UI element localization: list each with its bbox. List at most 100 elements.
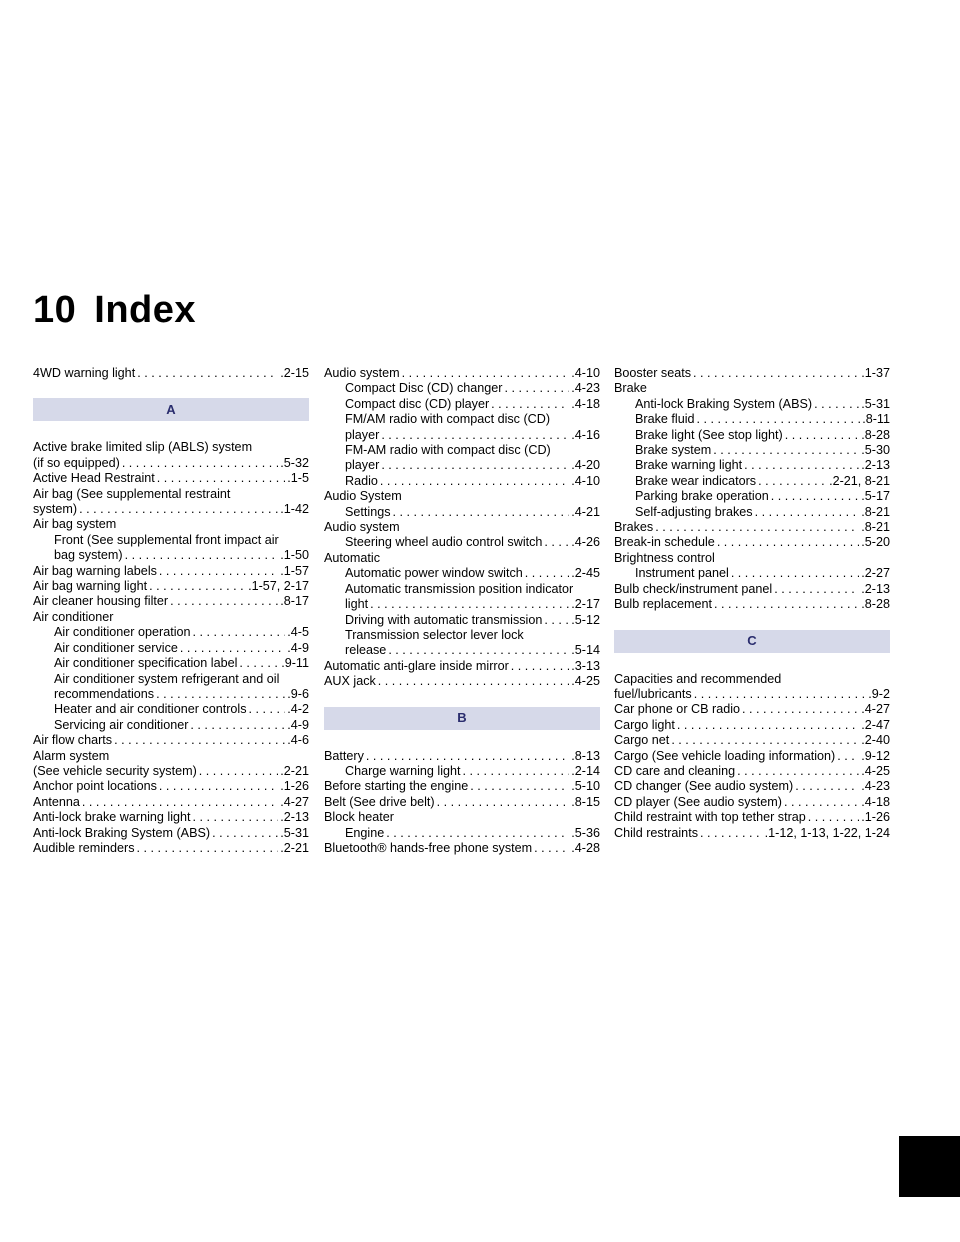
index-entry-page: .4-10 [571,366,600,380]
index-entry-term: Anti-lock Braking System (ABS) [635,396,813,411]
index-entry-page: .5-31 [280,825,309,840]
index-entry-page: .5-17 [861,489,890,504]
index-entry: Audible reminders .2-21 [33,841,309,856]
index-entry: Air conditioner specification label.9-11 [33,656,309,671]
index-entry-term: Cargo light [614,717,675,732]
index-entry: Anchor point locations .1-26 [33,779,309,794]
index-entry-page: .2-17 [571,597,600,612]
index-entry: Air cleaner housing filter.8-17 [33,594,309,609]
index-entry: Brakes.8-21 [614,520,890,535]
dot-leader [114,733,285,748]
index-entry-term: FM-AM radio with compact disc (CD) [345,443,551,458]
index-entry-page: .1-26 [280,779,309,794]
index-entry-term: Compact Disc (CD) changer [345,381,503,396]
index-entry-page: .1-12, 1-13, 1-22, 1-24 [764,825,890,840]
index-entry-term: Parking brake operation [635,489,769,504]
index-entry: Cargo (See vehicle loading information).… [614,749,890,764]
dot-leader [82,795,278,810]
index-entry: Settings.4-21 [324,505,600,520]
dot-leader [511,659,570,674]
index-entry: Radio.4-10 [324,474,600,489]
dot-leader [544,535,569,550]
index-entry-term: Audible reminders [33,840,135,855]
index-entry: 4WD warning light.2-15 [33,366,309,381]
index-entry-page: .8-11 [862,412,890,427]
dot-leader [755,505,860,520]
dot-leader [249,702,286,717]
index-entry-term: Brake system [635,443,712,458]
index-entry-page: .8-15 [571,794,600,809]
index-entry-page: .8-28 [861,597,890,612]
index-entry: Battery.8-13 [324,749,600,764]
index-entry-page: .4-21 [571,504,600,519]
index-entry-term: Instrument panel [635,566,729,581]
index-entry-term: Air conditioner service [54,640,178,655]
dot-leader [694,687,867,702]
index-entry: Bluetooth® hands-free phone system.4-28 [324,841,600,856]
index-entry-term: Self-adjusting brakes [635,504,753,519]
dot-leader [381,458,569,473]
chapter-title: 10 Index [33,289,196,332]
index-entry-term: release [345,643,387,658]
index-entry-term: Steering wheel audio control switch [345,535,543,550]
index-entry-term: (if so equipped) [33,455,120,470]
index-entry-page: .2-14 [571,763,600,778]
index-entry: Automatic anti-glare inside mirror.3-13 [324,659,600,674]
index-entry: Transmission selector lever lock [324,628,600,643]
index-entry-page: .2-13 [861,581,890,596]
index-entry: Automatic transmission position indicato… [324,582,600,597]
index-entry: Block heater [324,810,600,825]
index-entry-page: .8-21 [861,504,890,519]
dot-leader [814,397,859,412]
index-entry: Air conditioner service.4-9 [33,641,309,656]
index-entry-term: Engine [345,825,385,840]
dot-leader [655,520,859,535]
dot-leader [544,613,569,628]
index-entry: Charge warning light .2-14 [324,764,600,779]
index-entry-page: .5-32 [280,455,309,470]
dot-leader [156,687,285,702]
index-entry: Air bag warning light.1-57, 2-17 [33,579,309,594]
index-entry-page: .8-21 [861,520,890,535]
index-entry-term: Active Head Restraint [33,471,155,486]
index-entry: Parking brake operation .5-17 [614,489,890,504]
index-entry-term: Air conditioner specification label [54,656,238,671]
index-entry-term: Radio [345,473,378,488]
index-entry: Cargo net.2-40 [614,733,890,748]
index-entry-term: Bulb replacement [614,597,713,612]
index-entry: Brightness control [614,551,890,566]
index-entry-term: Audio system [324,366,400,380]
index-entry: FM/AM radio with compact disc (CD) [324,412,600,427]
index-entry-page: .5-31 [861,396,890,411]
index-entry-page: .4-23 [571,381,600,396]
section-thumb-tab [899,1136,960,1197]
index-entry: Front (See supplemental front impact air [33,533,309,548]
index-entry-page: .2-21 [280,840,309,855]
index-entry: Anti-lock Braking System (ABS) .5-31 [614,397,890,412]
index-entry-term: Heater and air conditioner controls [54,702,247,717]
index-entry: Driving with automatic transmission.5-12 [324,613,600,628]
index-entry-term: Anchor point locations [33,779,157,794]
dot-leader [470,779,569,794]
index-entry: Self-adjusting brakes .8-21 [614,505,890,520]
letter-band-c: C [614,629,890,653]
index-entry: Compact Disc (CD) changer .4-23 [324,381,600,396]
index-entry-page: .4-18 [861,794,890,809]
dot-leader [366,749,569,764]
index-entry-page: .2-27 [861,566,890,581]
index-entry-term: Charge warning light [345,763,461,778]
index-entry: AUX jack.4-25 [324,674,600,689]
index-entry: Cargo light.2-47 [614,718,890,733]
index-entry-term: Child restraints [614,825,698,840]
dot-leader [199,764,279,779]
index-entry-term: Brake light (See stop light) [635,427,783,442]
index-entry: Booster seats.1-37 [614,366,890,381]
index-entry: Brake warning light.2-13 [614,458,890,473]
dot-leader [388,643,569,658]
index-entry-term: Anti-lock Braking System (ABS) [33,825,211,840]
index-entry: fuel/lubricants.9-2 [614,687,890,702]
index-entry-term: Anti-lock brake warning light [33,810,191,825]
index-entry-page: .4-5 [287,625,309,640]
dot-leader [159,779,278,794]
